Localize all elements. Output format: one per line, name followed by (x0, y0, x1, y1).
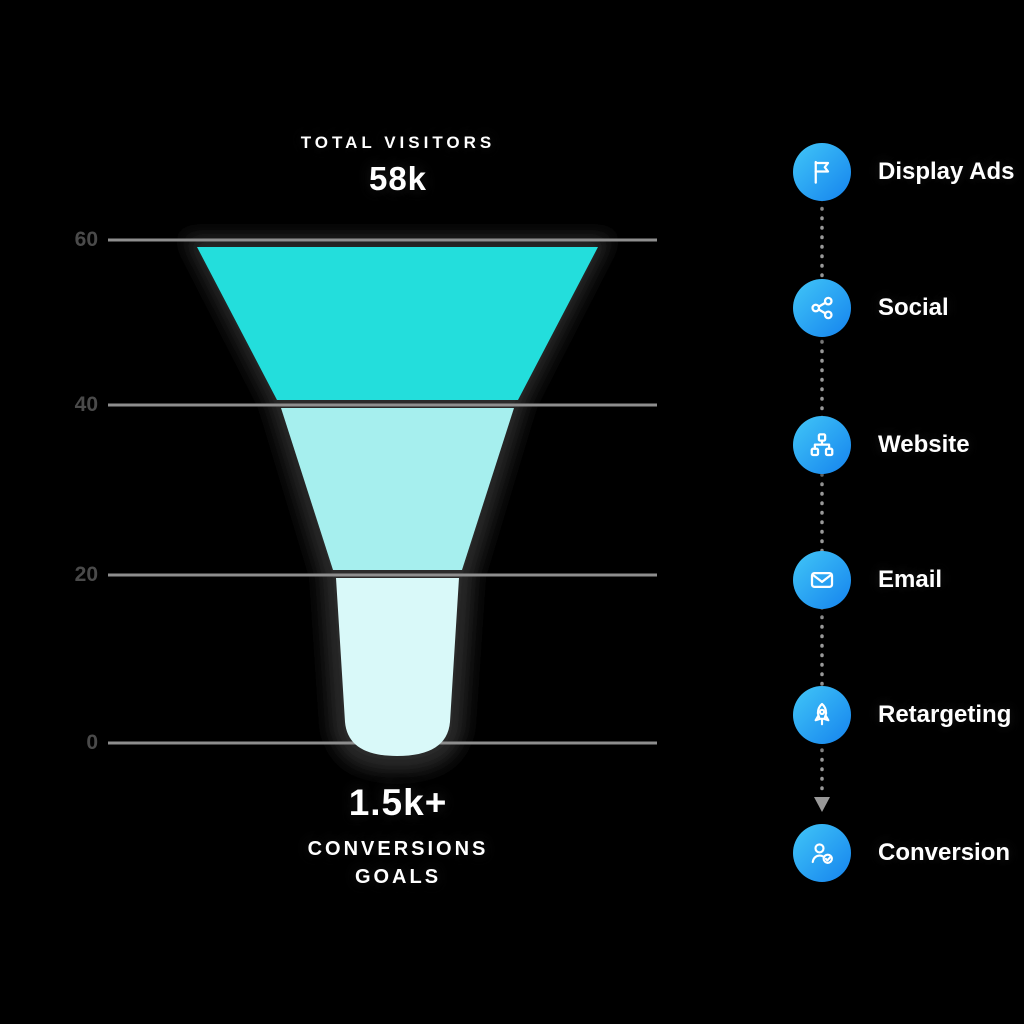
conversions-value: 1.5k+ (348, 782, 448, 823)
flag-icon (793, 143, 851, 201)
stage-label: Website (878, 431, 970, 458)
stage-item-conversion: Conversion (793, 824, 1010, 882)
stage-item-website: Website (793, 416, 970, 474)
stage-item-social: Social (793, 279, 949, 337)
stage-label: Retargeting (878, 701, 1012, 728)
funnel-segment-bottom (336, 578, 459, 756)
funnel-segment-middle (281, 408, 514, 570)
y-tick-60: 60 (74, 228, 98, 251)
stage-label: Display Ads (878, 158, 1015, 185)
goals-label: GOALS (354, 866, 442, 888)
stage-item-retargeting: Retargeting (793, 686, 1011, 744)
chart-title: TOTAL VISITORS (300, 133, 496, 152)
y-tick-20: 20 (74, 563, 98, 586)
user-check-icon (793, 824, 851, 882)
stage-item-email: Email (793, 551, 942, 609)
stage-label: Conversion (878, 839, 1011, 866)
y-tick-40: 40 (74, 393, 98, 416)
conversions-label: CONVERSIONS (307, 838, 489, 860)
stage-label: Email (878, 566, 943, 593)
rocket-icon (793, 686, 851, 744)
sitemap-icon (793, 416, 851, 474)
share-icon (793, 279, 851, 337)
total-visitors-value: 58k (368, 160, 428, 197)
envelope-icon (793, 551, 851, 609)
connector-arrow-icon (814, 797, 830, 812)
y-tick-0: 0 (86, 731, 98, 754)
stage-item-display-ads: Display Ads (793, 143, 1015, 201)
funnel-segment-top (197, 247, 598, 400)
stage-label: Social (878, 294, 949, 321)
